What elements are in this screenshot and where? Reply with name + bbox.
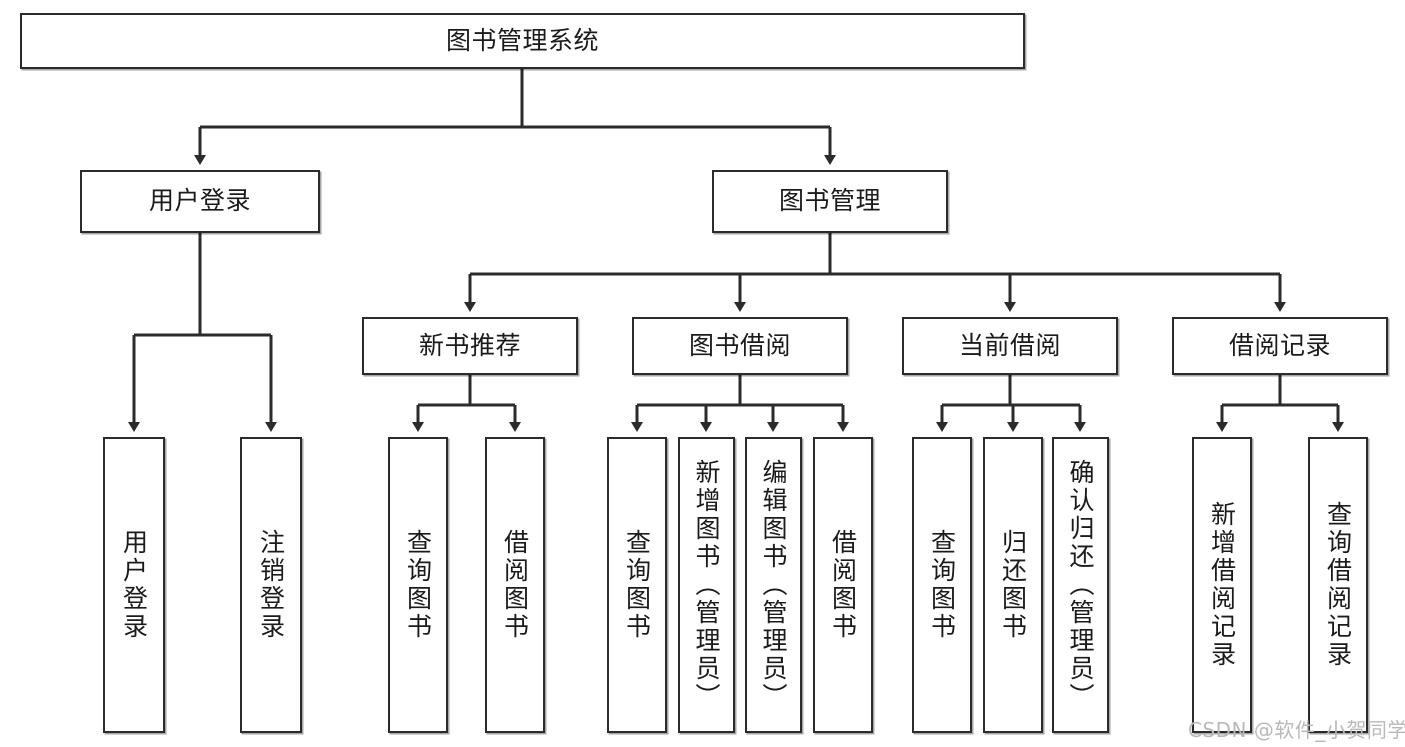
node-user-login-label: 用户登录 — [148, 186, 251, 216]
node-leaf-user-login-label: 用户登录 — [119, 529, 149, 641]
node-new-book-recommend[interactable]: 新书推荐 — [362, 317, 578, 375]
node-leaf-edit-book[interactable]: 编辑图书（管理员） — [745, 437, 802, 733]
node-new-book-recommend-label: 新书推荐 — [418, 330, 521, 360]
node-current-borrow[interactable]: 当前借阅 — [902, 317, 1118, 375]
node-book-manage[interactable]: 图书管理 — [712, 170, 948, 233]
node-leaf-add-book-label: 新增图书（管理员） — [692, 459, 721, 711]
node-leaf-query-book-2-label: 查询图书 — [622, 529, 652, 641]
node-leaf-borrow-book-1[interactable]: 借阅图书 — [485, 437, 545, 733]
node-borrow-record-label: 借阅记录 — [1228, 330, 1331, 360]
node-leaf-add-borrow-record-label: 新增借阅记录 — [1207, 501, 1237, 669]
node-leaf-query-book-2[interactable]: 查询图书 — [607, 437, 667, 733]
node-current-borrow-label: 当前借阅 — [958, 330, 1061, 360]
node-leaf-return-book-label: 归还图书 — [998, 529, 1028, 641]
node-leaf-return-book[interactable]: 归还图书 — [983, 437, 1043, 733]
node-leaf-query-book-1[interactable]: 查询图书 — [388, 437, 448, 733]
node-borrow-record[interactable]: 借阅记录 — [1172, 317, 1388, 375]
node-root-label: 图书管理系统 — [445, 25, 599, 55]
node-book-borrow[interactable]: 图书借阅 — [632, 317, 848, 375]
node-leaf-borrow-book-2-label: 借阅图书 — [828, 529, 858, 641]
node-book-borrow-label: 图书借阅 — [688, 330, 791, 360]
node-root[interactable]: 图书管理系统 — [20, 13, 1025, 69]
node-leaf-query-borrow-record[interactable]: 查询借阅记录 — [1308, 437, 1368, 733]
node-leaf-query-book-3[interactable]: 查询图书 — [912, 437, 972, 733]
node-leaf-confirm-return-label: 确认归还（管理员） — [1066, 459, 1095, 711]
node-book-manage-label: 图书管理 — [778, 186, 881, 216]
node-leaf-edit-book-label: 编辑图书（管理员） — [759, 459, 788, 711]
node-leaf-user-login[interactable]: 用户登录 — [103, 437, 165, 733]
node-leaf-confirm-return[interactable]: 确认归还（管理员） — [1052, 437, 1109, 733]
node-leaf-query-borrow-record-label: 查询借阅记录 — [1323, 501, 1353, 669]
node-leaf-borrow-book-1-label: 借阅图书 — [500, 529, 530, 641]
node-user-login[interactable]: 用户登录 — [80, 170, 320, 233]
node-leaf-add-borrow-record[interactable]: 新增借阅记录 — [1192, 437, 1252, 733]
node-leaf-query-book-3-label: 查询图书 — [927, 529, 957, 641]
node-leaf-borrow-book-2[interactable]: 借阅图书 — [813, 437, 873, 733]
node-leaf-user-logout-label: 注销登录 — [256, 529, 286, 641]
node-leaf-add-book[interactable]: 新增图书（管理员） — [678, 437, 735, 733]
csdn-watermark: CSDN @软件_小贺同学 — [1188, 718, 1405, 742]
node-leaf-query-book-1-label: 查询图书 — [403, 529, 433, 641]
node-leaf-user-logout[interactable]: 注销登录 — [240, 437, 302, 733]
